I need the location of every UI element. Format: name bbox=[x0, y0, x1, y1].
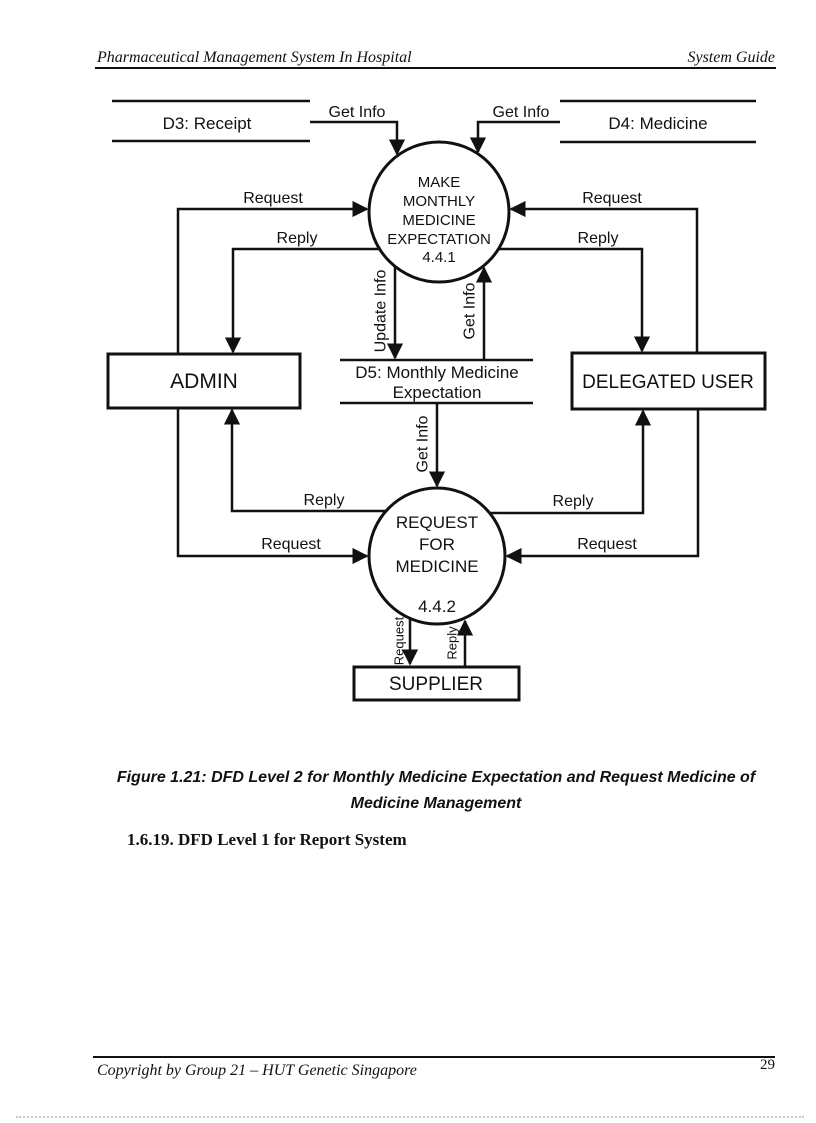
flow-reply-p2-to-admin bbox=[223, 408, 386, 513]
flow-label-request-du-p2: Request bbox=[577, 536, 637, 553]
admin-entity-label: ADMIN bbox=[170, 370, 238, 393]
supplier-entity-box bbox=[352, 665, 521, 702]
footer-page-number: 29 bbox=[760, 1057, 775, 1073]
flow-reply-p1-to-du bbox=[498, 247, 651, 353]
flow-request-du-to-p1 bbox=[509, 200, 699, 353]
flow-label-get-info-d3: Get Info bbox=[329, 104, 386, 121]
process-2-number: 4.4.2 bbox=[418, 597, 456, 616]
delegated-user-entity-box bbox=[570, 351, 767, 411]
footer-copyright: Copyright by Group 21 – HUT Genetic Sing… bbox=[97, 1062, 417, 1079]
process-1-label-line2: MONTHLY bbox=[403, 193, 475, 210]
process-2-label-line1: REQUEST bbox=[396, 513, 478, 532]
flow-reply-p2-to-du bbox=[490, 409, 652, 515]
flow-request-admin-to-p1 bbox=[176, 200, 369, 354]
flow-label-request-du-p1: Request bbox=[582, 190, 642, 207]
flow-request-du-to-p2 bbox=[505, 409, 700, 565]
header-rule bbox=[95, 67, 776, 69]
process-2-circle bbox=[367, 486, 507, 626]
flow-label-get-info-d5-p1: Get Info bbox=[462, 282, 479, 339]
flow-label-reply-supplier: Reply bbox=[445, 626, 460, 660]
flow-label-reply-p1-du: Reply bbox=[578, 230, 619, 247]
flow-get-info-d3-to-p1 bbox=[310, 120, 406, 156]
header-guide-label: System Guide bbox=[687, 49, 775, 66]
d4-store-label: D4: Medicine bbox=[608, 114, 707, 133]
section-heading: 1.6.19. DFD Level 1 for Report System bbox=[127, 830, 407, 849]
flow-label-request-admin-p1: Request bbox=[243, 190, 303, 207]
flow-label-reply-p2-admin: Reply bbox=[304, 492, 345, 509]
header-title: Pharmaceutical Management System In Hosp… bbox=[97, 49, 412, 66]
flow-label-update-info: Update Info bbox=[373, 270, 390, 353]
process-1-circle bbox=[367, 140, 511, 284]
d5-store-label-line2: Expectation bbox=[393, 383, 482, 402]
supplier-entity-label: SUPPLIER bbox=[389, 674, 483, 695]
footer-rule bbox=[93, 1056, 775, 1058]
flow-get-info-d4-to-p1 bbox=[469, 120, 560, 154]
process-1-label-line3: MEDICINE bbox=[402, 212, 475, 229]
process-1-number: 4.4.1 bbox=[422, 249, 455, 266]
bottom-dotted-line bbox=[16, 1116, 804, 1118]
admin-entity-box bbox=[106, 352, 302, 410]
figure-caption-line1: Figure 1.21: DFD Level 2 for Monthly Med… bbox=[116, 769, 756, 786]
flow-label-reply-p1-admin: Reply bbox=[277, 230, 318, 247]
process-1-label-line1: MAKE bbox=[418, 174, 461, 191]
flow-request-admin-to-p2 bbox=[176, 408, 369, 565]
process-2-label-line2: FOR bbox=[419, 535, 455, 554]
figure-caption-line2: Medicine Management bbox=[350, 795, 522, 812]
flow-label-request-admin-p2: Request bbox=[261, 536, 321, 553]
process-2-label-line3: MEDICINE bbox=[395, 557, 478, 576]
d3-store-label: D3: Receipt bbox=[163, 114, 252, 133]
delegated-user-entity-label: DELEGATED USER bbox=[582, 372, 754, 393]
process-1-label-line4: EXPECTATION bbox=[387, 231, 491, 248]
flow-reply-p1-to-admin bbox=[224, 247, 380, 354]
flow-label-request-supplier: Request bbox=[392, 616, 407, 665]
flow-label-get-info-d4: Get Info bbox=[493, 104, 550, 121]
d5-store-label-line1: D5: Monthly Medicine bbox=[355, 363, 518, 382]
flow-label-reply-p2-du: Reply bbox=[553, 493, 594, 510]
flow-label-get-info-d5-p2: Get Info bbox=[415, 415, 432, 472]
